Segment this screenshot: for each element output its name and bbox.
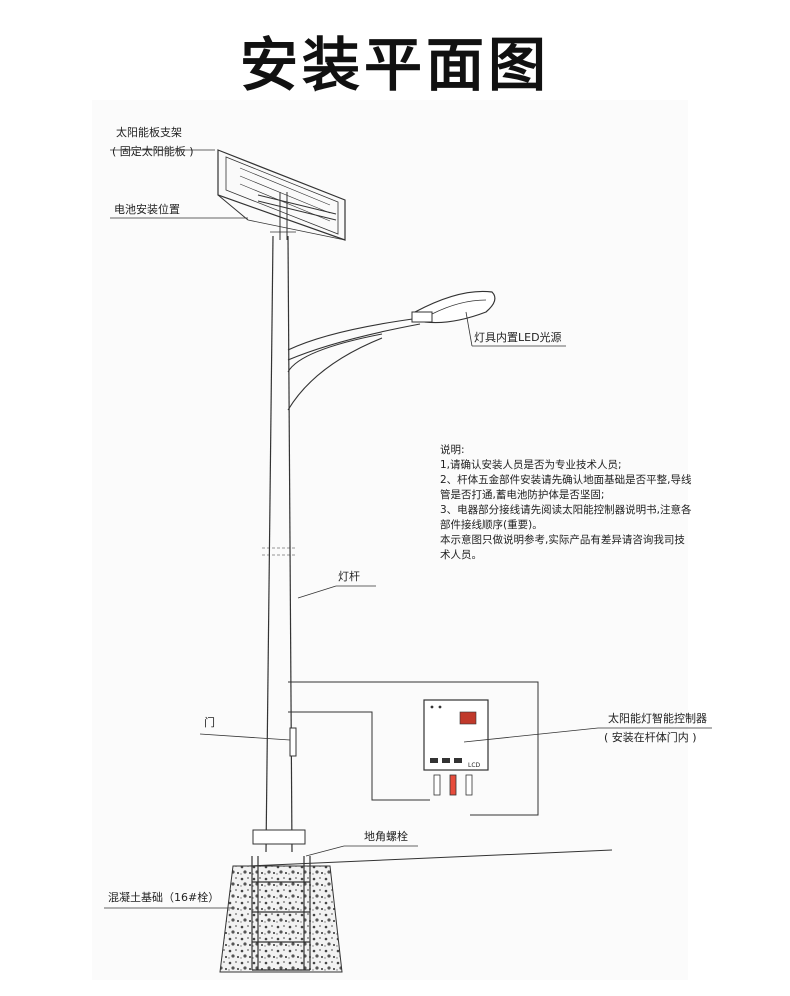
notes-heading: 说明: [440,444,465,456]
notes-block: 说明: 1,请确认安装人员是否为专业技术人员; 2、杆体五金部件安装请先确认地面… [440,443,710,563]
lamp-arm [287,317,421,411]
label-lamp-led: 灯具内置LED光源 [474,331,562,344]
lamp-head [411,290,496,324]
label-concrete-foundation: 混凝土基础（16#栓） [108,891,220,904]
notes-line: 1,请确认安装人员是否为专业技术人员; [440,459,622,471]
anchor-bolts [251,856,311,971]
notes-line: 本示意图只做说明参考,实际产品有差异请咨询我司技 [440,534,685,546]
label-controller-note: ( 安装在杆体门内 ) [604,731,697,744]
notes-line: 3、电器部分接线请先阅读太阳能控制器说明书,注意各 [440,504,692,516]
panel-bracket [257,192,337,240]
label-pole: 灯杆 [338,570,360,583]
notes-line: 管是否打通,蓄电池防护体是否坚固; [440,489,605,501]
controller-box [423,699,489,796]
leader-lines [104,149,712,909]
label-anchor-bolt: 地角螺栓 [364,830,408,843]
diagram-background [92,100,688,980]
solar-panel [217,149,346,241]
ground-line [247,849,613,867]
notes-line: 2、杆体五金部件安装请先确认地面基础是否平整,导线 [440,474,692,486]
page-title: 安装平面图 [239,31,550,99]
label-battery-position: 电池安装位置 [114,203,180,216]
label-controller-marking: LCD [468,762,481,769]
wiring-loop [288,681,539,816]
light-pole [252,235,306,853]
label-door: 门 [204,716,215,729]
concrete-foundation [219,865,343,973]
notes-line: 术人员。 [440,549,482,561]
label-panel-bracket: 太阳能板支架 [116,126,182,139]
label-controller: 太阳能灯智能控制器 [608,712,707,725]
notes-line: 部件接线顺序(重要)。 [440,519,543,531]
label-panel-bracket-note: ( 固定太阳能板 ) [112,145,194,158]
pole-door [289,727,297,757]
